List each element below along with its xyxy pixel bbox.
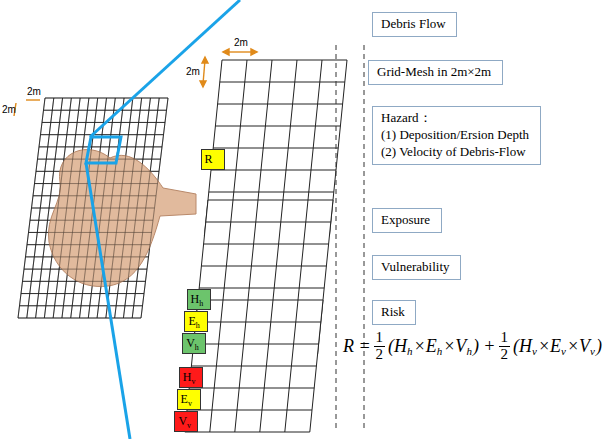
grid-box: Grid-Mesh in 2m×2m — [368, 60, 503, 85]
vulnerability-cell: Vh — [182, 333, 206, 354]
hazard-cell: Hh — [187, 289, 211, 310]
dimension-label: 2m — [27, 86, 41, 97]
formula-term: ×E — [414, 336, 437, 357]
cell-symbol: V — [186, 336, 195, 350]
zoom-square — [86, 137, 121, 163]
dimension-label: 2m — [2, 104, 16, 115]
box-label: Risk — [381, 304, 407, 321]
fraction-numerator: 1 — [499, 330, 511, 347]
vulnerability-box: Vulnerability — [372, 255, 461, 280]
cell-symbol: R — [205, 152, 213, 166]
formula-subscript: h — [437, 345, 443, 357]
box-item: (2) Velocity of Debris-Flow — [381, 144, 532, 161]
cell-subscript: h — [195, 343, 199, 352]
cell-symbol: V — [178, 414, 187, 428]
box-item: (1) Deposition/Ersion Depth — [381, 127, 532, 144]
formula-subscript: h — [466, 345, 472, 357]
formula-term: R = — [343, 336, 371, 357]
dimension-label: 2m — [234, 37, 248, 48]
dashed-guide — [364, 45, 365, 432]
exposure-cell: Eh — [184, 311, 208, 332]
fraction-denominator: 2 — [376, 347, 384, 363]
formula-subscript: v — [561, 345, 566, 357]
hazard-cell: Hv — [179, 367, 203, 388]
zoom-line — [86, 163, 130, 439]
formula-term: (H — [388, 336, 407, 357]
cell-subscript: v — [191, 377, 195, 386]
formula-term: ×V — [443, 336, 466, 357]
risk-cell: R — [201, 149, 225, 170]
cell-symbol: E — [181, 392, 188, 406]
box-label: Debris Flow — [381, 16, 448, 33]
formula-subscript: v — [590, 345, 595, 357]
formula-term: ×E — [538, 336, 561, 357]
formula-subscript: v — [532, 345, 537, 357]
formula-subscript: h — [407, 345, 413, 357]
dashed-guide — [336, 45, 337, 432]
grid-layers — [185, 60, 347, 432]
cell-subscript: h — [196, 321, 200, 330]
hazard-box: Hazard：(1) Deposition/Ersion Depth(2) Ve… — [372, 106, 541, 165]
box-label: Grid-Mesh in 2m×2m — [377, 64, 494, 81]
vulnerability-cell: Vv — [174, 411, 198, 432]
cell-subscript: v — [187, 421, 191, 430]
risk-formula: R =12(Hh×Eh×Vh) +12(Hv×Ev×Vv) — [343, 330, 602, 363]
dimension-arrows — [14, 49, 257, 116]
formula-term: ) + — [473, 336, 496, 357]
cell-symbol: E — [188, 314, 195, 328]
dimension-label: 2m — [186, 66, 200, 77]
box-label: Exposure — [381, 212, 433, 229]
cell-subscript: v — [188, 399, 192, 408]
risk-box: Risk — [372, 300, 416, 325]
fraction: 12 — [499, 330, 511, 363]
cell-symbol: H — [183, 370, 192, 384]
exposure-cell: Ev — [177, 389, 201, 410]
cell-symbol: H — [191, 292, 200, 306]
debris-fan — [48, 150, 196, 287]
box-label: Hazard： — [381, 110, 532, 127]
fraction: 12 — [374, 330, 386, 363]
fraction-denominator: 2 — [501, 347, 509, 363]
formula-term: ) — [596, 336, 602, 357]
formula-term: (H — [513, 336, 532, 357]
title-box: Debris Flow — [372, 12, 457, 37]
grid-layer — [185, 300, 323, 432]
cell-subscript: h — [199, 299, 203, 308]
fraction-numerator: 1 — [374, 330, 386, 347]
exposure-box: Exposure — [372, 208, 442, 233]
box-label: Vulnerability — [381, 259, 452, 276]
formula-term: ×V — [567, 336, 590, 357]
